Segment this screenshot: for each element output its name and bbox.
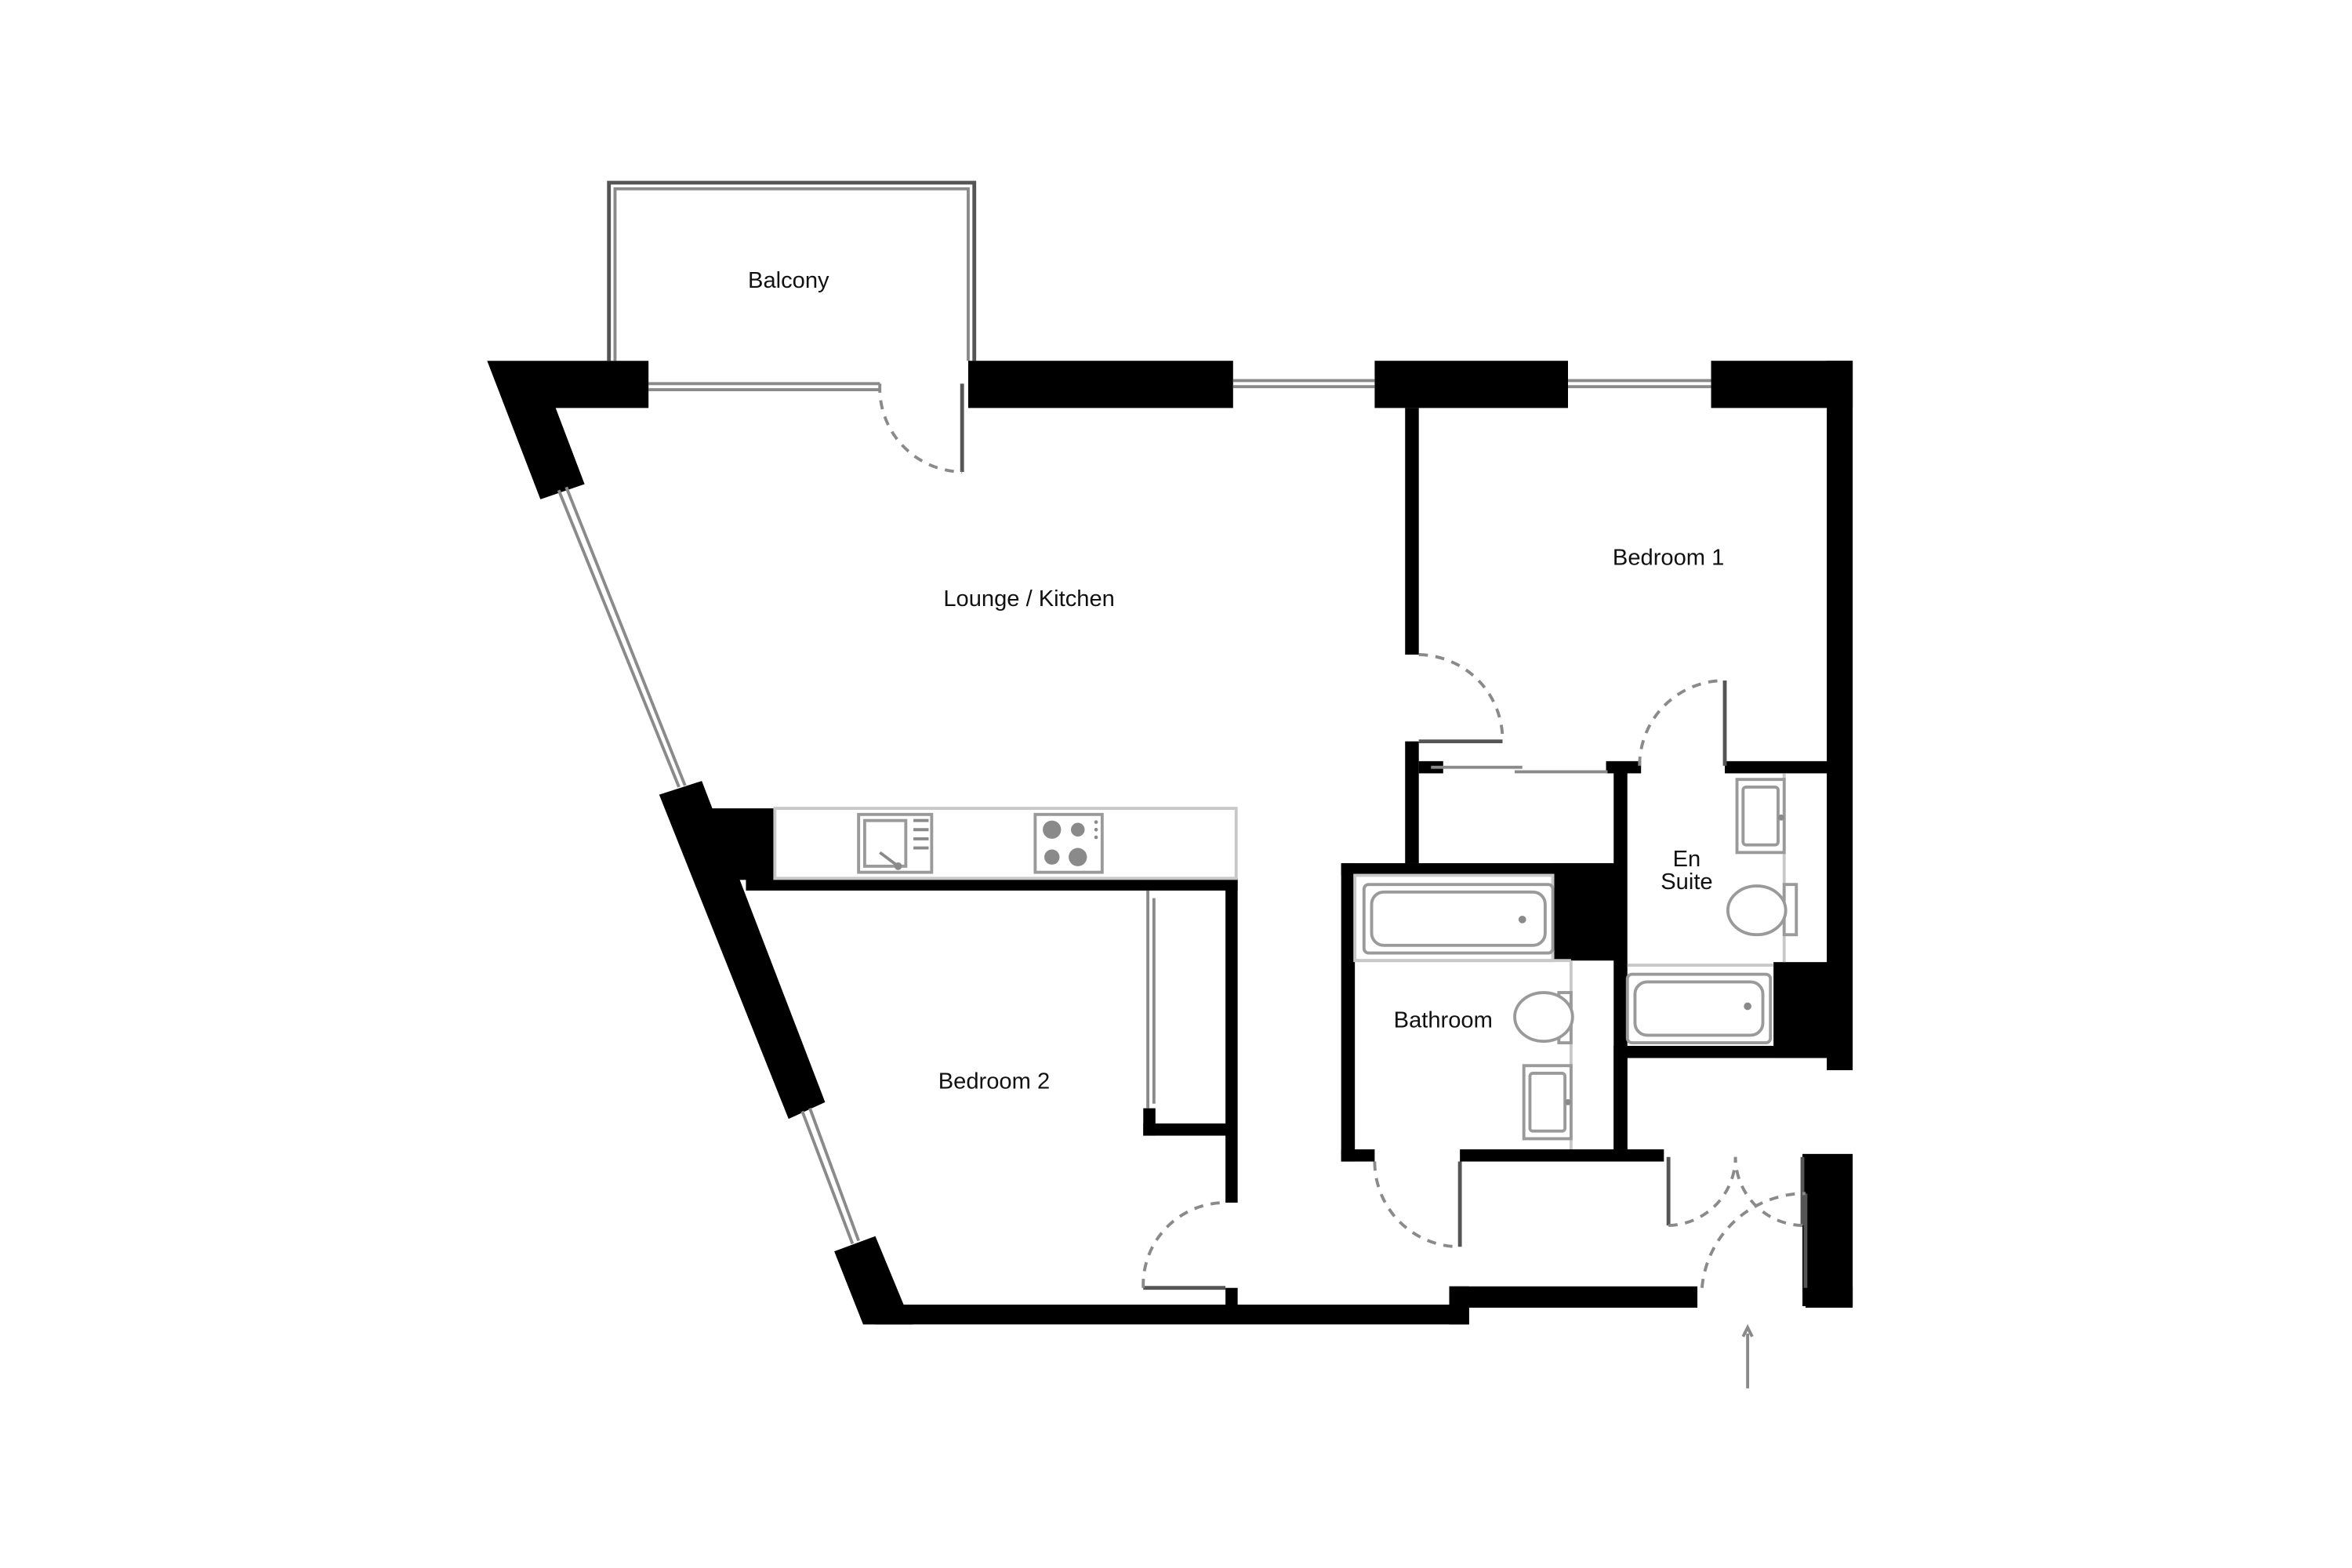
bath-icon: [1362, 883, 1555, 955]
en-suite-label-line2: Suite: [1661, 869, 1712, 895]
wall-bathroom-riser: [1552, 862, 1626, 961]
balcony-area: [607, 180, 977, 392]
lounge-kitchen-label: Lounge / Kitchen: [943, 586, 1115, 612]
wall-ensuite-top: [1725, 760, 1839, 774]
ensuite-fixtures: [1625, 773, 1798, 1045]
wall-hall-cupboard: [1613, 1058, 1628, 1150]
wall-top-segment: [1374, 361, 1568, 408]
toilet-icon: [1726, 883, 1798, 937]
wall-bottom-step-join: [1449, 1286, 1469, 1325]
bedroom-1-label: Bedroom 1: [1613, 545, 1724, 570]
kitchen-counter: [773, 807, 1238, 880]
bedroom-2-label: Bedroom 2: [938, 1069, 1050, 1094]
en-suite-label-line1: En: [1673, 847, 1701, 872]
sink-icon: [857, 812, 934, 874]
wall-right: [1827, 361, 1853, 1071]
wall-bathroom-left: [1341, 862, 1356, 1162]
wall-top-segment: [967, 361, 1233, 408]
wall-wardrobe: [1143, 1123, 1235, 1136]
wall-bedroom2-top: [746, 878, 1238, 891]
wall-left-slant: [659, 781, 826, 1120]
windows: [557, 379, 1711, 1245]
wall-top-left-corner: [487, 361, 649, 499]
wall-bottom-step: [1449, 1286, 1698, 1308]
sink-icon: [1522, 1064, 1573, 1141]
wall-bedroom1-left: [1405, 408, 1419, 655]
bathroom-label: Bathroom: [1394, 1008, 1493, 1033]
doors: [878, 383, 1808, 1290]
wall-bathroom-bottom: [1341, 1149, 1375, 1162]
wall-wardrobe-side: [1143, 1108, 1156, 1136]
hob-icon: [1033, 812, 1104, 874]
bathroom-fixtures: [1353, 873, 1574, 1150]
wall-bottom: [875, 1305, 1469, 1325]
arrow-up-icon: [1741, 1323, 1754, 1388]
sink-icon: [1735, 778, 1786, 855]
wall-right-lower: [1802, 1153, 1853, 1307]
walls: [487, 361, 1853, 1325]
wall-ensuite-bottom: [1613, 1045, 1839, 1058]
wall-ensuite-riser: [1773, 962, 1839, 1058]
wall-bottom-left-corner: [834, 1236, 914, 1325]
wall-bedroom1-left-lower: [1405, 741, 1419, 863]
wall-kitchen-end: [702, 808, 775, 880]
balcony-label: Balcony: [748, 268, 829, 293]
wall-bedroom2-right: [1225, 878, 1238, 1203]
wall-cupboard-top: [1606, 760, 1642, 774]
wall-right-lower-jamb: [1805, 1286, 1853, 1308]
bath-icon: [1625, 972, 1773, 1045]
wall-bedroom2-right-stub: [1225, 1287, 1238, 1309]
toilet-icon: [1513, 991, 1574, 1045]
wall-bathroom-bottom: [1460, 1149, 1664, 1162]
